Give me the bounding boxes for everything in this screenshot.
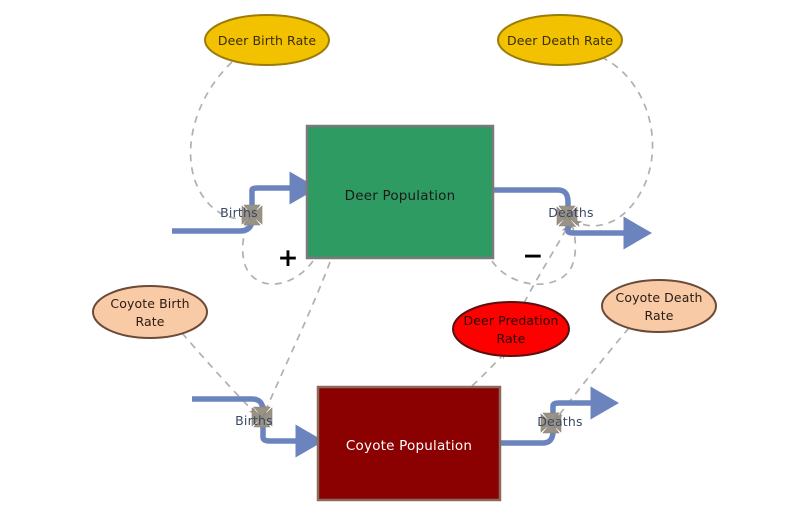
- causal-link-deer-population-to-deer-births: [241, 217, 314, 285]
- stocks-layer: Deer Population Coyote Population: [305, 124, 502, 502]
- stock-coyote-population[interactable]: Coyote Population: [316, 385, 502, 502]
- causal-link-deer-predation-rate-to-deer-deaths: [523, 224, 569, 304]
- polarity-layer: + −: [278, 241, 544, 272]
- valve-deer-births[interactable]: [241, 204, 263, 226]
- flow-label-deer-births: Births: [220, 205, 258, 220]
- deer-birth-rate-ellipse[interactable]: [204, 14, 330, 66]
- causal-link-coyote-birth-rate-to-coyote-births: [181, 332, 258, 416]
- deer-population-label: Deer Population: [345, 188, 456, 204]
- aux-coyote-death-rate[interactable]: Coyote Death Rate: [601, 279, 717, 333]
- valve-coyote-deaths[interactable]: [540, 412, 562, 434]
- deer-predation-rate-ellipse[interactable]: [452, 301, 570, 357]
- causal-link-coyote-population-to-deer-predation-rate: [471, 350, 508, 387]
- flow-pipe-deer-births[interactable]: [172, 171, 318, 234]
- coyote-death-rate-label-line1: Coyote Death: [616, 290, 703, 305]
- causal-link-deer-population-to-coyote-births: [264, 261, 331, 414]
- aux-deer-death-rate[interactable]: Deer Death Rate: [497, 14, 623, 66]
- coyote-death-rate-label-line2: Rate: [644, 308, 673, 323]
- auxiliaries-layer: Deer Birth Rate Deer Death Rate Coyote B…: [92, 14, 717, 357]
- coyote-birth-rate-label-line1: Coyote Birth: [110, 296, 189, 311]
- causal-link-deer-death-rate-to-deer-deaths: [573, 56, 654, 228]
- valve-coyote-births[interactable]: [251, 406, 273, 428]
- flow-labels-layer: Births Deaths Births Deaths: [220, 205, 594, 429]
- coyote-birth-rate-label-line2: Rate: [135, 314, 164, 329]
- valve-deer-deaths[interactable]: [556, 205, 578, 227]
- causal-link-coyote-death-rate-to-coyote-deaths: [555, 327, 630, 421]
- coyote-birth-rate-ellipse[interactable]: [92, 285, 208, 339]
- flow-label-deer-deaths: Deaths: [548, 205, 594, 220]
- polarity-minus-deer-deaths: −: [523, 241, 544, 270]
- flow-label-coyote-births: Births: [235, 413, 273, 428]
- deer-predation-rate-label-line2: Rate: [496, 331, 525, 346]
- coyote-population-label: Coyote Population: [346, 438, 472, 454]
- aux-deer-birth-rate[interactable]: Deer Birth Rate: [204, 14, 330, 66]
- aux-coyote-birth-rate[interactable]: Coyote Birth Rate: [92, 285, 208, 339]
- causal-link-deer-birth-rate-to-deer-births: [189, 61, 250, 223]
- polarity-plus-deer-births: +: [278, 243, 299, 272]
- deer-death-rate-ellipse[interactable]: [497, 14, 623, 66]
- deer-population-box[interactable]: [305, 124, 495, 260]
- causal-link-deer-population-to-deer-deaths: [491, 220, 577, 286]
- aux-deer-predation-rate[interactable]: Deer Predation Rate: [452, 301, 570, 357]
- deer-predation-rate-label-line1: Deer Predation: [464, 313, 559, 328]
- coyote-population-box[interactable]: [316, 385, 502, 502]
- coyote-death-rate-ellipse[interactable]: [601, 279, 717, 333]
- flow-label-coyote-deaths: Deaths: [537, 414, 583, 429]
- deer-death-rate-label: Deer Death Rate: [507, 33, 613, 48]
- stock-deer-population[interactable]: Deer Population: [305, 124, 495, 260]
- deer-birth-rate-label: Deer Birth Rate: [218, 33, 316, 48]
- valves-layer: [241, 204, 578, 434]
